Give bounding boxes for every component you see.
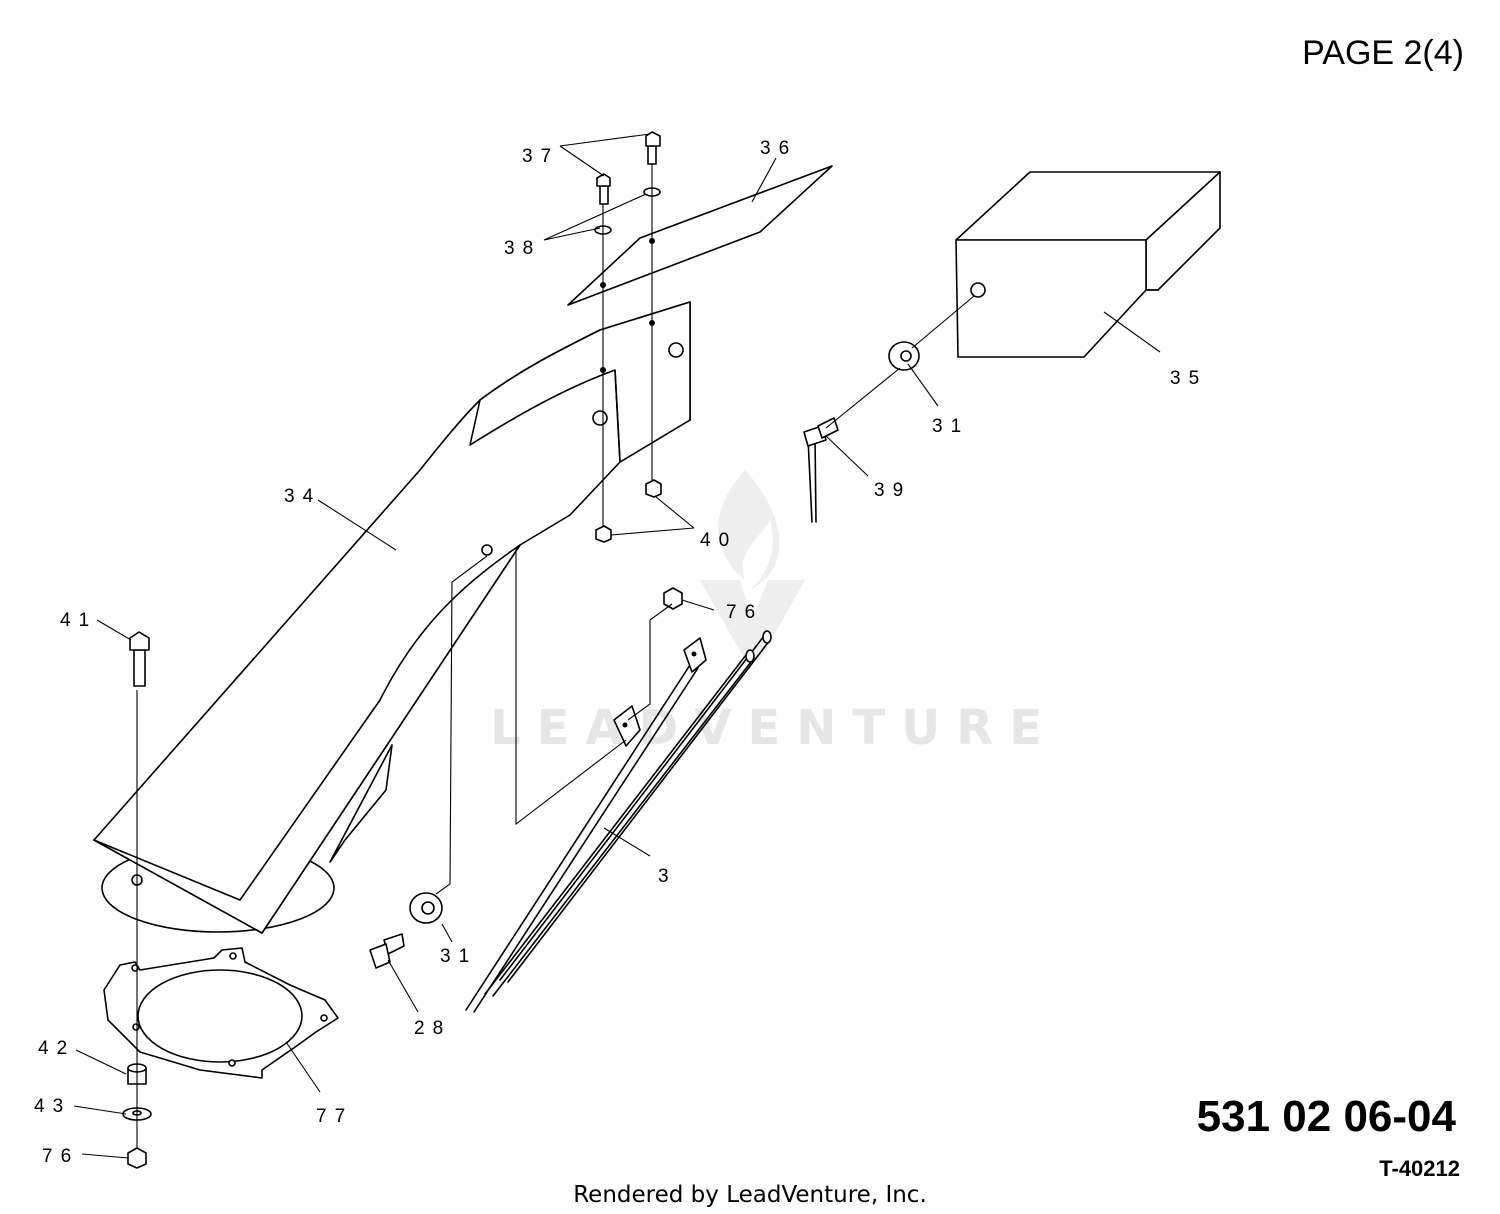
part-35-cover xyxy=(955,171,1221,358)
part-39-pin xyxy=(803,417,839,523)
part-28-bolt xyxy=(369,933,405,969)
ref-code: T-40212 xyxy=(1379,1156,1460,1181)
leadventure-watermark: LEADVENTURE xyxy=(490,470,1058,756)
credit-text: Rendered by LeadVenture, Inc. xyxy=(573,1182,927,1208)
callout-35: 35 xyxy=(1170,368,1207,389)
flame-watermark-icon xyxy=(718,470,780,590)
callout-37: 37 xyxy=(522,146,559,167)
callout-38: 38 xyxy=(504,238,541,259)
part-34-chute xyxy=(93,301,691,934)
part-37-bolts xyxy=(596,131,661,205)
callout-40: 40 xyxy=(700,530,737,551)
watermark-text: LEADVENTURE xyxy=(490,700,1058,756)
part-76-nut-lower xyxy=(127,1147,147,1169)
callout-43: 43 xyxy=(34,1096,71,1117)
callout-76-upper: 76 xyxy=(726,602,763,623)
part-41-bolt xyxy=(129,631,150,687)
page-label: PAGE 2(4) xyxy=(1302,34,1464,72)
callout-34: 34 xyxy=(284,486,321,507)
leader-lines xyxy=(73,133,1161,1159)
callout-28: 28 xyxy=(414,1018,451,1039)
callout-39: 39 xyxy=(874,480,911,501)
part-31-spacer-upper xyxy=(888,341,920,371)
callout-31-lower: 31 xyxy=(440,946,477,967)
part-76-nut-upper xyxy=(663,587,683,610)
part-77-gasket xyxy=(103,947,339,1079)
doc-number: 531 02 06-04 xyxy=(1196,1092,1456,1141)
part-3-rod-assembly xyxy=(465,630,772,1013)
part-40-nuts xyxy=(595,479,662,543)
callout-77: 77 xyxy=(316,1106,353,1127)
callout-36: 36 xyxy=(760,138,797,159)
assembly-lines xyxy=(136,164,975,1148)
callout-labels: 37 36 38 35 31 39 34 40 76 41 3 31 28 42… xyxy=(34,138,1207,1167)
callout-76-lower: 76 xyxy=(42,1146,79,1167)
callout-3: 3 xyxy=(658,866,677,887)
part-31-spacer-lower xyxy=(409,892,443,924)
callout-31-upper: 31 xyxy=(932,416,969,437)
v-watermark-icon xyxy=(700,580,805,660)
callout-41: 41 xyxy=(60,610,97,631)
callout-42: 42 xyxy=(38,1038,75,1059)
